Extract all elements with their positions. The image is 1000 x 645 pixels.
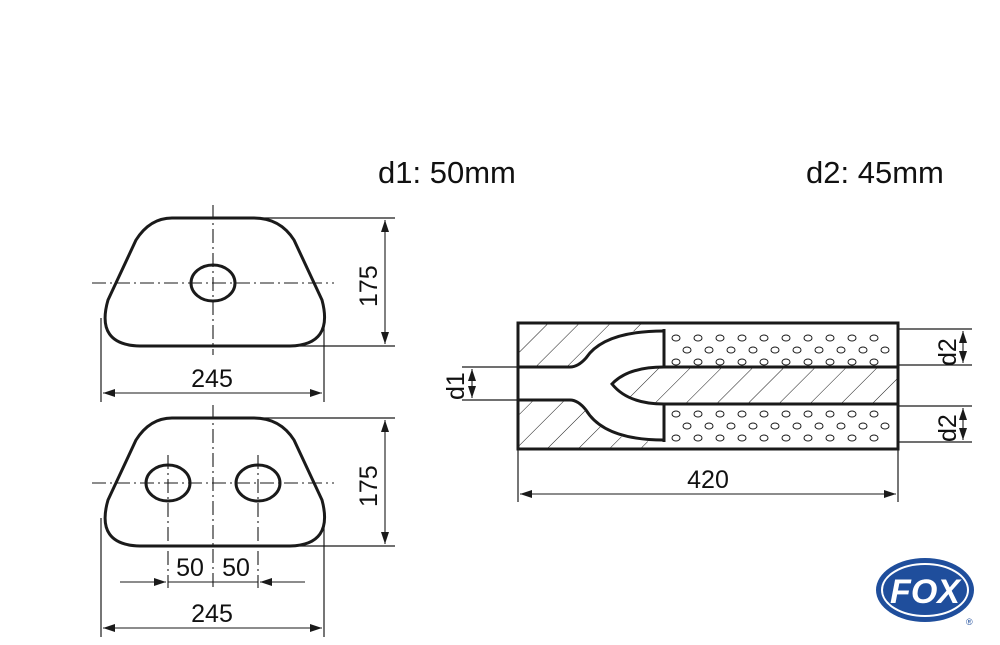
perforation-hole xyxy=(759,434,769,442)
d1-diameter-label: d1: 50mm xyxy=(378,155,516,190)
d2-bottom-dimension-label: d2 xyxy=(934,414,962,442)
perforation-hole xyxy=(803,434,813,442)
side-section-view: d1 d2 d2 420 xyxy=(442,321,972,502)
perforation-hole xyxy=(814,422,824,430)
perforation-hole xyxy=(781,410,791,418)
perforation-holes xyxy=(671,334,890,442)
perforation-hole xyxy=(671,358,681,366)
perforation-hole xyxy=(759,334,769,342)
width-dimension-label: 245 xyxy=(191,600,233,628)
perforation-hole xyxy=(858,346,868,354)
perforation-hole xyxy=(693,410,703,418)
perforation-hole xyxy=(759,410,769,418)
inlet-pipe-outline xyxy=(518,398,665,442)
divider-outline xyxy=(610,365,898,406)
offset-left-label: 50 xyxy=(176,554,204,582)
hatched-section-bottom xyxy=(518,400,664,449)
inlet-pipe-outline xyxy=(518,329,665,369)
d2-diameter-label: d2: 45mm xyxy=(806,155,944,190)
perforation-hole xyxy=(671,434,681,442)
perforation-hole xyxy=(715,334,725,342)
perforation-hole xyxy=(737,358,747,366)
perforation-hole xyxy=(715,358,725,366)
perforation-hole xyxy=(825,434,835,442)
perforation-hole xyxy=(880,422,890,430)
perforation-hole xyxy=(671,410,681,418)
perforation-hole xyxy=(781,334,791,342)
perforation-hole xyxy=(792,346,802,354)
perforation-hole xyxy=(869,358,879,366)
width-dimension-label: 245 xyxy=(191,365,233,393)
perforation-hole xyxy=(671,334,681,342)
logo-ring xyxy=(881,563,969,617)
hatched-section-top xyxy=(518,323,664,367)
perforation-hole xyxy=(847,358,857,366)
perforation-hole xyxy=(693,434,703,442)
front-view-single-outline xyxy=(103,216,327,348)
offset-right-label: 50 xyxy=(222,554,250,582)
perforation-hole xyxy=(682,346,692,354)
hatched-section-middle xyxy=(612,367,898,405)
front-view-double-outline xyxy=(103,416,327,548)
perforation-hole xyxy=(704,346,714,354)
perforation-hole xyxy=(814,346,824,354)
perforation-hole xyxy=(836,422,846,430)
perforation-hole xyxy=(715,434,725,442)
perforation-hole xyxy=(869,410,879,418)
logo-text: FOX xyxy=(890,573,962,611)
perforation-hole xyxy=(715,410,725,418)
perforation-hole xyxy=(825,410,835,418)
perforation-hole xyxy=(726,422,736,430)
d2-top-dimension-label: d2 xyxy=(934,338,962,366)
front-view-double-inlet: 175 50 50 245 xyxy=(92,405,395,637)
perforation-hole xyxy=(825,334,835,342)
perforation-hole xyxy=(803,358,813,366)
muffler-body-outline xyxy=(516,321,900,451)
perforation-hole xyxy=(693,358,703,366)
perforation-hole xyxy=(803,334,813,342)
height-dimension-label: 175 xyxy=(355,265,383,307)
perforation-hole xyxy=(825,358,835,366)
perforation-hole xyxy=(781,434,791,442)
perforation-hole xyxy=(847,434,857,442)
perforation-hole xyxy=(682,422,692,430)
perforation-hole xyxy=(847,410,857,418)
perforation-hole xyxy=(803,410,813,418)
perforation-hole xyxy=(770,422,780,430)
perforation-hole xyxy=(770,346,780,354)
perforation-hole xyxy=(880,346,890,354)
length-dimension-label: 420 xyxy=(687,466,729,494)
perforation-hole xyxy=(836,346,846,354)
perforation-hole xyxy=(748,346,758,354)
perforation-hole xyxy=(748,422,758,430)
perforation-hole xyxy=(869,434,879,442)
perforation-hole xyxy=(737,410,747,418)
perforation-hole xyxy=(726,346,736,354)
perforation-hole xyxy=(781,358,791,366)
perforation-hole xyxy=(847,334,857,342)
perforation-hole xyxy=(737,334,747,342)
logo-ellipse xyxy=(876,558,974,622)
perforation-hole xyxy=(792,422,802,430)
perforation-hole xyxy=(704,422,714,430)
logo-registered-mark: ® xyxy=(966,617,973,627)
fox-logo: FOX ® xyxy=(876,558,974,627)
height-dimension-label: 175 xyxy=(355,465,383,507)
perforation-hole xyxy=(869,334,879,342)
perforation-hole xyxy=(693,334,703,342)
perforation-hole xyxy=(759,358,769,366)
d1-dimension-label: d1 xyxy=(442,372,470,400)
front-view-single-inlet: 175 245 xyxy=(92,205,395,402)
perforation-hole xyxy=(858,422,868,430)
perforation-hole xyxy=(737,434,747,442)
